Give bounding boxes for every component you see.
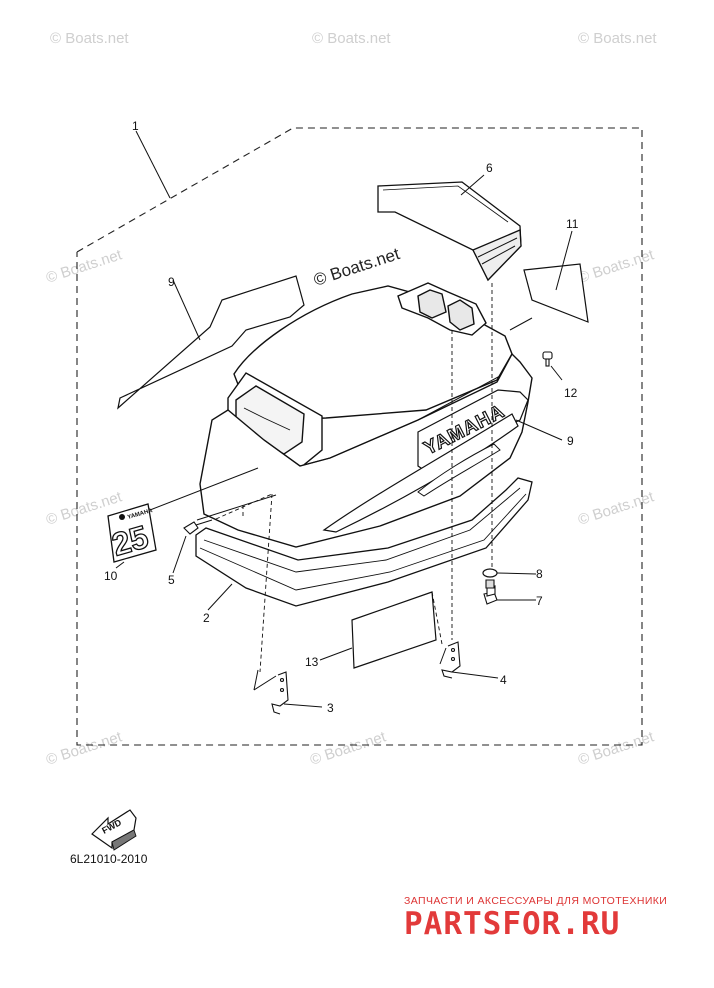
callout-12: 12 [564, 386, 578, 400]
brand-logo: PARTSFOR.RU [404, 906, 621, 942]
watermark-text: © Boats.net [576, 488, 657, 529]
callout-9-right: 9 [567, 434, 574, 448]
watermark-text: © Boats.net [312, 30, 391, 47]
part-6-top-cover [377, 181, 522, 282]
callout-8: 8 [536, 567, 543, 581]
callout-3: 3 [327, 701, 334, 715]
watermark-text: © Boats.net [308, 728, 389, 769]
leader-lines-dashed [215, 283, 493, 673]
part-9-left-decal [117, 275, 305, 410]
leader-lines-lower [253, 647, 447, 691]
diagram-code: 6L21010-2010 [70, 852, 148, 866]
part-1-top-cowling: YAMAHA [199, 282, 533, 548]
callout-2: 2 [203, 611, 210, 625]
watermark-text: © Boats.net [576, 728, 657, 769]
part-3-bracket [271, 671, 289, 715]
brand-tagline: ЗАПЧАСТИ И АКСЕССУАРЫ ДЛЯ МОТОТЕХНИКИ [404, 895, 668, 907]
watermark-main: © Boats.net [311, 244, 402, 290]
callouts: 1 2 3 4 5 6 7 8 9 9 10 11 12 13 [104, 119, 579, 715]
watermark-text: © Boats.net [44, 246, 125, 287]
callout-11: 11 [566, 217, 579, 231]
part-5-screw [183, 519, 213, 535]
watermark-text: © Boats.net [576, 246, 657, 287]
callout-9-left: 9 [168, 275, 175, 289]
part-12-bolt [542, 351, 553, 367]
watermark-text: © Boats.net [50, 30, 129, 47]
part-7-bolt [483, 579, 498, 605]
assembly-boundary [76, 127, 643, 746]
part-13-plate [351, 591, 437, 669]
callout-4: 4 [500, 673, 507, 687]
part-11-plate [523, 263, 589, 323]
part-2-seal [195, 477, 533, 607]
callout-6: 6 [486, 161, 493, 175]
callout-1: 1 [132, 119, 139, 133]
callout-7: 7 [536, 594, 543, 608]
leader-lines [115, 130, 573, 708]
fwd-arrow-icon: FWD [91, 809, 137, 851]
part-10-emblem: YAMAHA 25 [107, 503, 157, 563]
callout-5: 5 [168, 573, 175, 587]
watermark-text: © Boats.net [44, 728, 125, 769]
watermark-text: © Boats.net [578, 30, 657, 47]
callout-13: 13 [305, 655, 319, 669]
part-8-washer [482, 568, 498, 578]
callout-10: 10 [104, 569, 118, 583]
